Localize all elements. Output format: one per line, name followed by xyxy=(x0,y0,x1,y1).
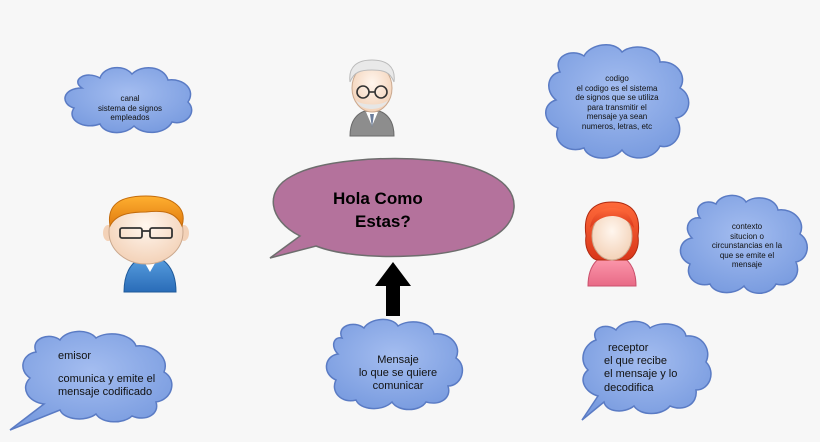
contexto-title: contexto xyxy=(731,222,763,231)
man-with-glasses-avatar-icon xyxy=(103,195,189,293)
speech-line-2: Estas? xyxy=(355,211,411,231)
canal-title: canal xyxy=(120,94,140,103)
mensaje-line: lo que se quiere xyxy=(358,367,438,380)
codigo-text: codigo el codigo es el sistema de signos… xyxy=(556,74,678,132)
emisor-text: emisor comunica y emite el mensaje codif… xyxy=(44,350,164,400)
emisor-title: emisor xyxy=(58,350,92,362)
speech-bubble-text: Hola Como Estas? xyxy=(333,188,423,234)
codigo-line: para transmitir el xyxy=(587,102,647,112)
contexto-text: contexto situcion o circunstancias en la… xyxy=(688,222,806,270)
codigo-line: el codigo es el sistema xyxy=(576,83,658,93)
cloud-receptor xyxy=(581,320,712,421)
receptor-title: receptor xyxy=(608,342,649,354)
canal-line: sistema de signos xyxy=(97,103,163,113)
mensaje-text: Mensaje lo que se quiere comunicar xyxy=(336,354,460,394)
codigo-title: codigo xyxy=(605,74,629,83)
elderly-man-avatar-icon xyxy=(349,59,395,137)
emisor-line: comunica y emite el xyxy=(58,373,156,386)
receptor-text: receptor el que recibe el mensaje y lo d… xyxy=(604,342,704,395)
cloud-codigo xyxy=(545,44,690,159)
receptor-line: el mensaje y lo xyxy=(604,368,678,381)
woman-avatar-icon xyxy=(584,201,640,287)
emisor-spacer xyxy=(44,363,164,373)
speech-line-1: Hola Como xyxy=(333,189,423,208)
receptor-line: decodifica xyxy=(604,381,654,394)
codigo-line: numeros, letras, etc xyxy=(581,121,653,131)
contexto-line: mensaje xyxy=(731,260,763,270)
cloud-canal xyxy=(64,66,193,134)
mensaje-line: comunicar xyxy=(372,380,424,393)
codigo-line: mensaje ya sean xyxy=(586,112,648,122)
cloud-emisor xyxy=(9,330,173,431)
contexto-line: circunstancias en la xyxy=(711,241,783,251)
speech-bubble xyxy=(269,157,515,259)
cloud-contexto xyxy=(679,194,808,294)
canal-text: canal sistema de signos empleados xyxy=(78,94,182,123)
emisor-line: mensaje codificado xyxy=(58,386,153,399)
codigo-line: de signos que se utiliza xyxy=(575,93,659,103)
arrow-up-icon xyxy=(375,262,411,316)
mensaje-title: Mensaje xyxy=(377,354,419,366)
receptor-line: el que recibe xyxy=(604,355,667,368)
contexto-line: situcion o xyxy=(730,231,764,241)
contexto-line: que se emite el xyxy=(719,250,775,260)
cloud-mensaje xyxy=(325,318,464,411)
canal-line: empleados xyxy=(110,113,150,123)
